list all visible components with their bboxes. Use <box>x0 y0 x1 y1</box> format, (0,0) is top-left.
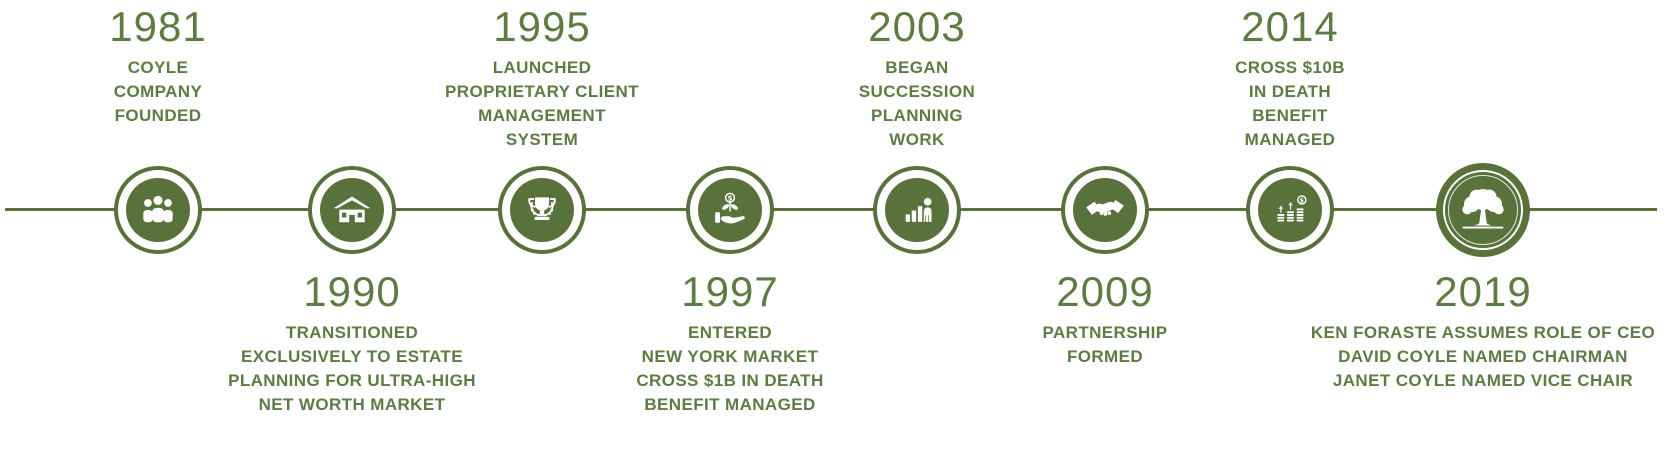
milestone-year: 2009 <box>1056 268 1154 315</box>
milestone-year: 2014 <box>1241 3 1339 50</box>
timeline-node: $ <box>686 166 774 254</box>
milestone-year: 1995 <box>493 3 591 50</box>
milestone-year: 2003 <box>868 3 966 50</box>
milestone-year: 1997 <box>681 268 779 315</box>
oak-tree-icon <box>1462 189 1504 229</box>
milestone-label: 2019 KEN FORASTE ASSUMES ROLE OF CEO DAV… <box>1311 270 1655 393</box>
milestone-label: 2003 BEGAN SUCCESSION PLANNING WORK <box>859 5 975 152</box>
milestone-label: 2014 CROSS $10B IN DEATH BENEFIT MANAGED <box>1235 5 1345 152</box>
timeline-line <box>5 208 1657 211</box>
milestone-description: PARTNERSHIP FORMED <box>1042 323 1168 366</box>
timeline-node: $ <box>1246 166 1334 254</box>
milestone-description: TRANSITIONED EXCLUSIVELY TO ESTATE PLANN… <box>228 323 476 414</box>
timeline-node <box>498 166 586 254</box>
milestone-label: 1990 TRANSITIONED EXCLUSIVELY TO ESTATE … <box>228 270 476 417</box>
milestone-description: ENTERED NEW YORK MARKET CROSS $1B IN DEA… <box>636 323 824 414</box>
milestone-label: 1995 LAUNCHED PROPRIETARY CLIENT MANAGEM… <box>445 5 639 152</box>
milestone-year: 1990 <box>303 268 401 315</box>
milestone-description: BEGAN SUCCESSION PLANNING WORK <box>858 58 976 149</box>
people-group-icon <box>143 195 173 223</box>
timeline-node <box>873 166 961 254</box>
timeline-node <box>114 166 202 254</box>
trophy-icon <box>528 197 556 220</box>
coin-stacks-icon: $ <box>1277 195 1307 222</box>
timeline-node <box>1061 166 1149 254</box>
milestone-label: 1997 ENTERED NEW YORK MARKET CROSS $1B I… <box>636 270 823 417</box>
milestone-description: LAUNCHED PROPRIETARY CLIENT MANAGEMENT S… <box>445 58 639 149</box>
milestone-description: KEN FORASTE ASSUMES ROLE OF CEO DAVID CO… <box>1310 323 1656 390</box>
milestone-label: 2009 PARTNERSHIP FORMED <box>1043 270 1168 369</box>
timeline-node-logo <box>1436 163 1530 257</box>
milestone-year: 1981 <box>109 3 207 50</box>
svg-text:$: $ <box>728 194 733 202</box>
estate-house-icon <box>333 196 371 223</box>
handshake-icon <box>1086 199 1124 216</box>
milestone-year: 2019 <box>1434 268 1532 315</box>
milestone-description: COYLE COMPANY FOUNDED <box>113 58 203 125</box>
timeline-node <box>308 166 396 254</box>
milestone-description: CROSS $10B IN DEATH BENEFIT MANAGED <box>1235 58 1345 149</box>
person-growth-chart-icon <box>905 197 932 222</box>
milestone-label: 1981 COYLE COMPANY FOUNDED <box>109 5 206 128</box>
hand-money-growth-icon: $ <box>715 192 745 224</box>
svg-text:$: $ <box>1300 196 1305 204</box>
